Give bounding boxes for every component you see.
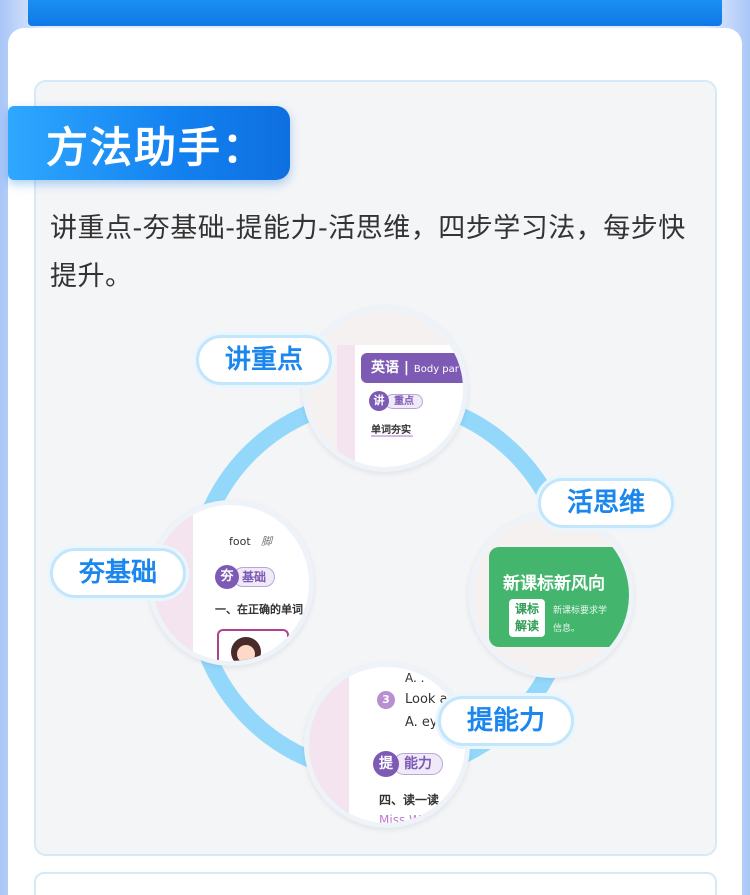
section-badge: 重点 讲 (369, 391, 449, 411)
option-line: A. . (405, 671, 425, 685)
badge-icon: 讲 (369, 391, 389, 411)
panel-text: 新课标要求学 (553, 606, 608, 616)
step-label-ti-nengli: 提能力 (438, 696, 574, 746)
page-margin (309, 667, 349, 823)
exercise-heading: 四、读一读 (379, 793, 440, 807)
standard-tag: 课标解读 (509, 599, 545, 637)
exercise-instruction: 一、在正确的单词 (215, 603, 303, 616)
subject-header: 英语 | Body par (361, 353, 463, 383)
subject-subtitle: Body par (413, 364, 459, 375)
vocab-word: foot (229, 535, 251, 548)
girl-face-icon (237, 645, 255, 661)
page-margin (337, 345, 355, 467)
method-description: 讲重点-夯基础-提能力-活思维，四步学习法，每步快提升。 (50, 213, 686, 292)
underline (371, 435, 413, 437)
question-text: Look at (405, 692, 453, 707)
section-title-tag: 方法助手： (8, 106, 290, 180)
preview-ti-nengli: A. . 3 Look at A. eye 能力 提 四、读一读 Miss W (304, 662, 470, 828)
question-number: 3 (377, 691, 395, 709)
badge-icon: 夯 (215, 565, 239, 589)
preview-jiang-zhongdian: 英语 | Body par 重点 讲 单词夯实 (302, 306, 468, 472)
exercise-text: Miss W (379, 813, 421, 827)
panel-title: 新课标新风向 (503, 574, 605, 594)
panel-text-2: 信息。 (553, 624, 581, 634)
vocab-meaning: 脚 (261, 535, 272, 548)
preview-hang-jichu: foot 脚 基础 夯 一、在正确的单词 (148, 500, 314, 666)
subject-label: 英语 (371, 360, 399, 376)
page-thumbnail (349, 667, 465, 823)
badge-label: 能力 (393, 753, 443, 775)
step-label-jiang-zhongdian: 讲重点 (196, 335, 332, 385)
section-title: 方法助手： (46, 123, 267, 172)
badge-label: 基础 (233, 567, 276, 587)
badge-label: 重点 (385, 394, 423, 409)
top-banner (28, 0, 722, 26)
step-label-huo-siwei: 活思维 (538, 478, 674, 528)
option-text: A. eye (405, 715, 446, 730)
badge-icon: 提 (373, 751, 399, 777)
section-line: 单词夯实 (371, 425, 411, 436)
preview-huo-siwei: 新课标新风向 课标解读 新课标要求学 信息。 (468, 512, 634, 678)
next-section-card (34, 872, 717, 895)
step-label-hang-jichu: 夯基础 (50, 548, 186, 598)
